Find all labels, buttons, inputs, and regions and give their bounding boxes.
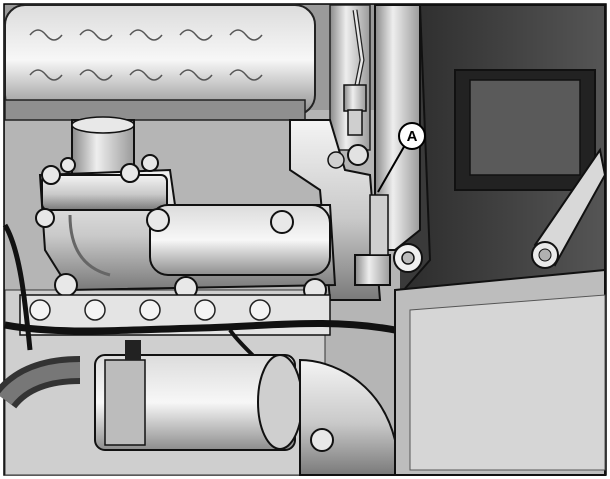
flywheel-housing — [299, 358, 396, 476]
linkage-arm — [531, 147, 607, 269]
callout-a: A — [377, 122, 426, 193]
air-cleaner-housing — [4, 4, 316, 121]
starter-motor — [94, 340, 303, 451]
callout-a-label: A — [407, 128, 418, 145]
fuel-line-fitting — [343, 9, 367, 136]
callout-a-leader — [377, 144, 406, 193]
cab-panel — [394, 4, 606, 476]
coolant-hose — [0, 356, 81, 409]
pivot-pin — [354, 194, 423, 286]
callout-a-circle — [398, 122, 426, 150]
